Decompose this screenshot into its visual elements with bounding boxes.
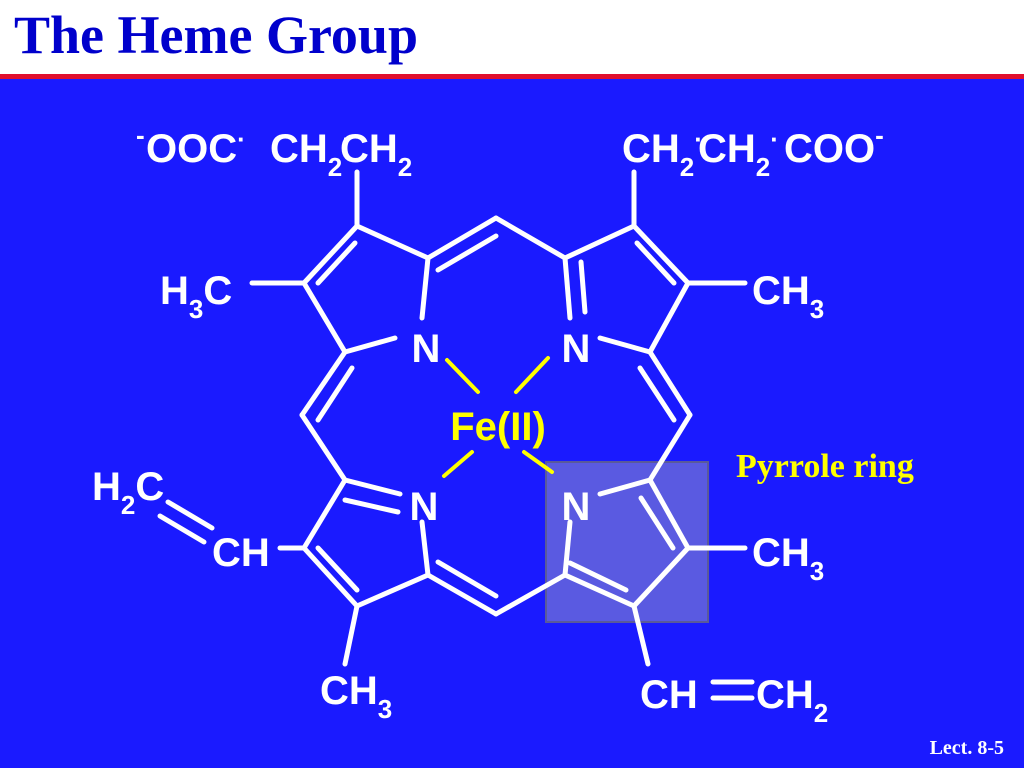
- bond: [299, 412, 348, 483]
- propionate-left-label: -OOC·CH2·CH2: [136, 120, 412, 182]
- title-rule: [0, 74, 1024, 79]
- bond-double: [637, 365, 677, 423]
- bond: [299, 349, 348, 418]
- bond-double: [638, 495, 676, 551]
- methyl-right-label: CH3: [752, 269, 824, 324]
- methyl-left-label: H3C: [160, 269, 232, 324]
- coordination-bond: [445, 358, 480, 394]
- bond-double: [315, 545, 360, 593]
- title-bar: The Heme Group: [0, 0, 1024, 74]
- bond: [631, 545, 691, 609]
- bond-double: [634, 240, 677, 286]
- bond: [301, 223, 360, 286]
- pyrrole-ring-caption: Pyrrole ring: [736, 448, 914, 485]
- vinyl-bottom-ch2-label: CH2: [756, 673, 828, 728]
- bond: [597, 477, 653, 497]
- bond: [597, 335, 653, 355]
- slide-number: Lect. 8-5: [929, 737, 1004, 759]
- bond-double: [315, 365, 355, 423]
- bond: [647, 280, 691, 355]
- bond: [419, 519, 431, 578]
- pyrrole-highlight-box: [545, 461, 709, 623]
- bond-vinyl: [165, 499, 215, 531]
- bond-double: [435, 233, 499, 273]
- bond-vinyl: [157, 513, 207, 545]
- bond: [342, 335, 398, 355]
- bond: [647, 412, 693, 483]
- bond-double: [342, 497, 401, 515]
- bond-double: [578, 259, 588, 315]
- bond: [562, 223, 637, 261]
- methyl-right-lower-label: CH3: [752, 531, 824, 586]
- bond: [425, 215, 499, 261]
- bond: [562, 572, 637, 609]
- bond: [631, 223, 691, 286]
- bond: [419, 255, 431, 321]
- bond: [647, 349, 693, 418]
- coordination-bond: [522, 450, 554, 474]
- nitrogen-atom: N: [562, 327, 591, 371]
- bond: [425, 572, 499, 617]
- bond-substituent: [342, 603, 360, 667]
- nitrogen-atom: N: [562, 485, 591, 529]
- bond: [342, 477, 403, 497]
- methyl-bottom-label: CH3: [320, 669, 392, 724]
- vinyl-left-ch-label: CH: [212, 531, 270, 575]
- propionate-right-label: CH2·CH2·COO-: [622, 120, 884, 182]
- bond: [354, 223, 431, 261]
- nitrogen-atom: N: [410, 485, 439, 529]
- bond: [301, 545, 360, 609]
- bond: [493, 215, 568, 261]
- iron-center-label: Fe(II): [450, 405, 546, 449]
- bond: [301, 280, 348, 355]
- slide-title: The Heme Group: [14, 5, 418, 65]
- vinyl-left-terminal-label: H2C: [92, 465, 164, 520]
- vinyl-bottom-ch-label: CH: [640, 673, 698, 717]
- bond-double: [435, 559, 499, 599]
- coordination-bond: [442, 450, 474, 478]
- fe-coordination-bonds: [442, 356, 554, 478]
- bond: [354, 572, 431, 609]
- bond: [647, 477, 691, 551]
- bond: [562, 519, 573, 578]
- bond: [301, 477, 348, 551]
- bond: [493, 572, 568, 617]
- porphyrin-bonds: [157, 169, 755, 701]
- bond: [562, 255, 573, 321]
- bond-double: [567, 560, 629, 593]
- bond-substituent: [631, 603, 651, 667]
- bond-double: [315, 240, 358, 286]
- nitrogen-atom: N: [412, 327, 441, 371]
- coordination-bond: [514, 356, 550, 394]
